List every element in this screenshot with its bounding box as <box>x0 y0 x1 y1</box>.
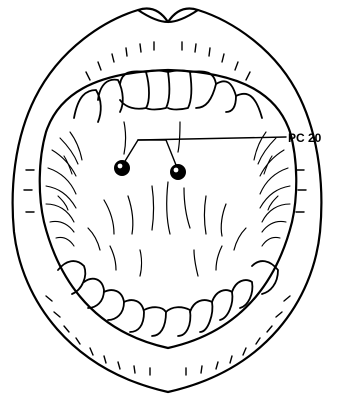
acupoint-left-highlight <box>118 164 123 169</box>
cheek-texture-left <box>46 132 82 246</box>
acupoint-left <box>114 160 130 176</box>
upper-teeth <box>74 71 262 123</box>
point-label: PC 20 <box>288 131 322 145</box>
lower-teeth <box>58 261 278 336</box>
leader-lines <box>122 137 286 170</box>
mouth-opening <box>40 70 297 348</box>
acupoint-right-highlight <box>174 168 179 173</box>
cheek-texture-right <box>254 132 290 246</box>
acupoint-right <box>170 164 186 180</box>
palate-folds <box>88 122 246 276</box>
